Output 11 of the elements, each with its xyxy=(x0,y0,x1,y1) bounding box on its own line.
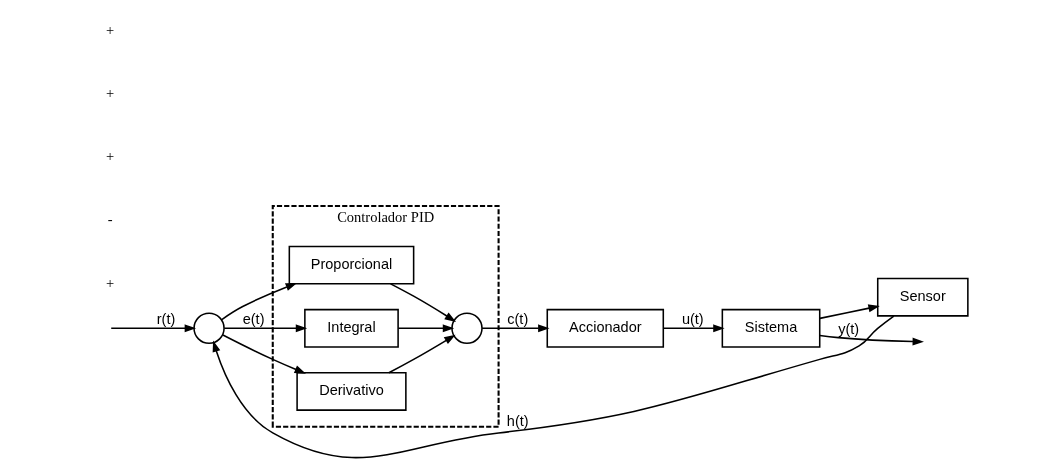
label: - xyxy=(107,211,113,228)
edge-label: u(t) xyxy=(681,311,704,328)
label: + xyxy=(105,148,114,165)
edge-label: y(t) xyxy=(837,320,859,337)
edge-label: r(t) xyxy=(156,311,175,328)
edge-label: c(t) xyxy=(506,311,528,328)
label: + xyxy=(105,274,114,291)
edge-label: h(t) xyxy=(506,412,529,429)
edge-label: e(t) xyxy=(242,311,264,328)
label: + xyxy=(105,85,114,102)
label: + xyxy=(105,21,114,38)
